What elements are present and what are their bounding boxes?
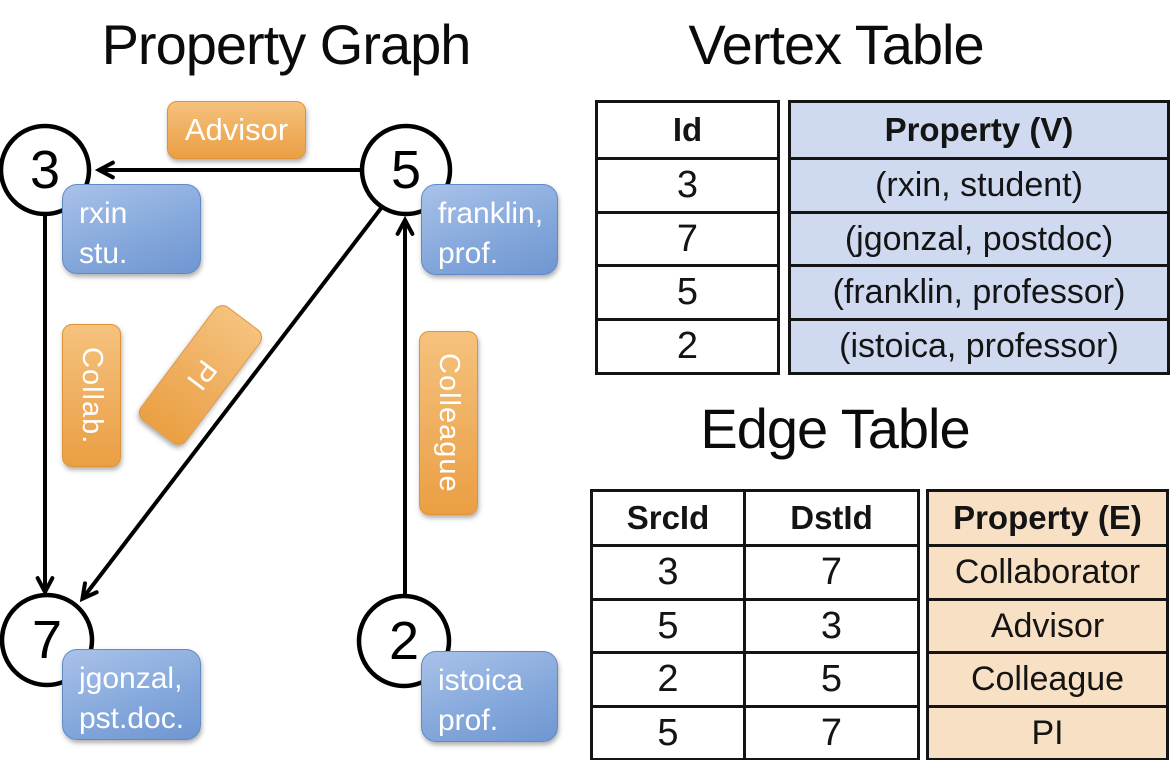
edge-property-column: Property (E) Collaborator Advisor Collea… — [926, 489, 1169, 760]
edge-table-title: Edge Table — [700, 397, 970, 460]
edge-row-1-dst: 3 — [743, 601, 917, 651]
edge-row-3-src: 5 — [657, 711, 679, 754]
node-3-property-box: rxin stu. — [62, 184, 201, 274]
node-5-property-name: franklin, — [438, 197, 544, 230]
node-3-property-role: stu. — [79, 237, 128, 270]
vertex-row-1-property: (jgonzal, postdoc) — [791, 211, 1167, 264]
property-graph-panel: Property Graph 3 5 7 2 Advisor Collab. — [0, 0, 580, 760]
edge-5-7-line — [79, 205, 384, 603]
edge-ids-columns: SrcId DstId 3 7 5 3 2 5 5 7 — [590, 489, 920, 760]
vertex-id-column: Id 3 7 5 2 — [595, 100, 780, 375]
edge-row-3-property: PI — [929, 705, 1166, 758]
edge-row-2-property: Colleague — [929, 651, 1166, 705]
edge-row-0-ids: 3 7 — [593, 544, 917, 598]
edge-row-3-dst: 7 — [743, 708, 917, 758]
edge-table: SrcId DstId 3 7 5 3 2 5 5 7 — [590, 489, 1169, 760]
vertex-property-column: Property (V) (rxin, student) (jgonzal, p… — [788, 100, 1170, 375]
edge-row-2-dst: 5 — [743, 654, 917, 705]
edge-label-colleague-text: Colleague — [433, 353, 465, 493]
vertex-property-header: Property (V) — [884, 111, 1074, 148]
vertex-row-3-property: (istoica, professor) — [791, 318, 1167, 372]
node-7-property-role: pst.doc. — [79, 702, 185, 735]
edge-row-2-src: 2 — [657, 658, 679, 700]
vertex-row-1-id: 7 — [598, 211, 777, 264]
vertex-row-0-id: 3 — [598, 157, 777, 211]
node-5-property-box: franklin, prof. — [421, 184, 558, 275]
node-2-id: 2 — [388, 611, 420, 671]
edge-srcid-header: SrcId — [626, 499, 710, 536]
node-2-property-role: prof. — [438, 704, 499, 737]
node-3-property-name: rxin — [79, 197, 128, 230]
vertex-table: Id 3 7 5 2 Property (V) (rxin, student) … — [595, 100, 1170, 375]
edge-row-3-ids: 5 7 — [593, 705, 917, 758]
vertex-row-3-id: 2 — [598, 318, 777, 372]
edge-dstid-header: DstId — [743, 492, 917, 544]
node-3-id: 3 — [29, 140, 61, 200]
edge-row-1-src: 5 — [657, 604, 679, 647]
node-7-id: 7 — [31, 610, 63, 670]
node-7-property-name: jgonzal, — [79, 662, 183, 695]
vertex-row-2-id: 5 — [598, 264, 777, 318]
node-7-property-box: jgonzal, pst.doc. — [62, 649, 201, 740]
node-2-property-name: istoica — [438, 664, 524, 697]
node-5-property-role: prof. — [438, 237, 499, 270]
vertex-row-0-property: (rxin, student) — [791, 157, 1167, 211]
edge-header-row: SrcId DstId — [593, 492, 917, 544]
edge-label-advisor-text: Advisor — [184, 112, 289, 147]
edge-row-0-src: 3 — [657, 551, 679, 593]
edge-row-1-property: Advisor — [929, 598, 1166, 651]
vertex-table-title: Vertex Table — [688, 13, 984, 76]
tables-panel: Vertex Table Id 3 7 5 2 Property (V) (rx… — [580, 0, 1170, 760]
vertex-id-header: Id — [672, 111, 703, 148]
node-2-property-box: istoica prof. — [421, 651, 558, 742]
edge-property-header: Property (E) — [953, 499, 1142, 536]
edge-label-collab: Collab. — [62, 324, 121, 467]
edge-label-colleague: Colleague — [419, 331, 478, 515]
edge-label-advisor: Advisor — [167, 101, 306, 159]
edge-row-0-dst: 7 — [743, 547, 917, 598]
node-5-id: 5 — [390, 140, 422, 200]
vertex-row-2-property: (franklin, professor) — [791, 264, 1167, 318]
edge-row-2-ids: 2 5 — [593, 651, 917, 705]
edge-row-1-ids: 5 3 — [593, 598, 917, 651]
edge-label-pi-text: PI — [179, 353, 223, 397]
edge-row-0-property: Collaborator — [929, 544, 1166, 598]
property-graph-title: Property Graph — [101, 13, 472, 76]
edge-label-collab-text: Collab. — [76, 346, 108, 445]
